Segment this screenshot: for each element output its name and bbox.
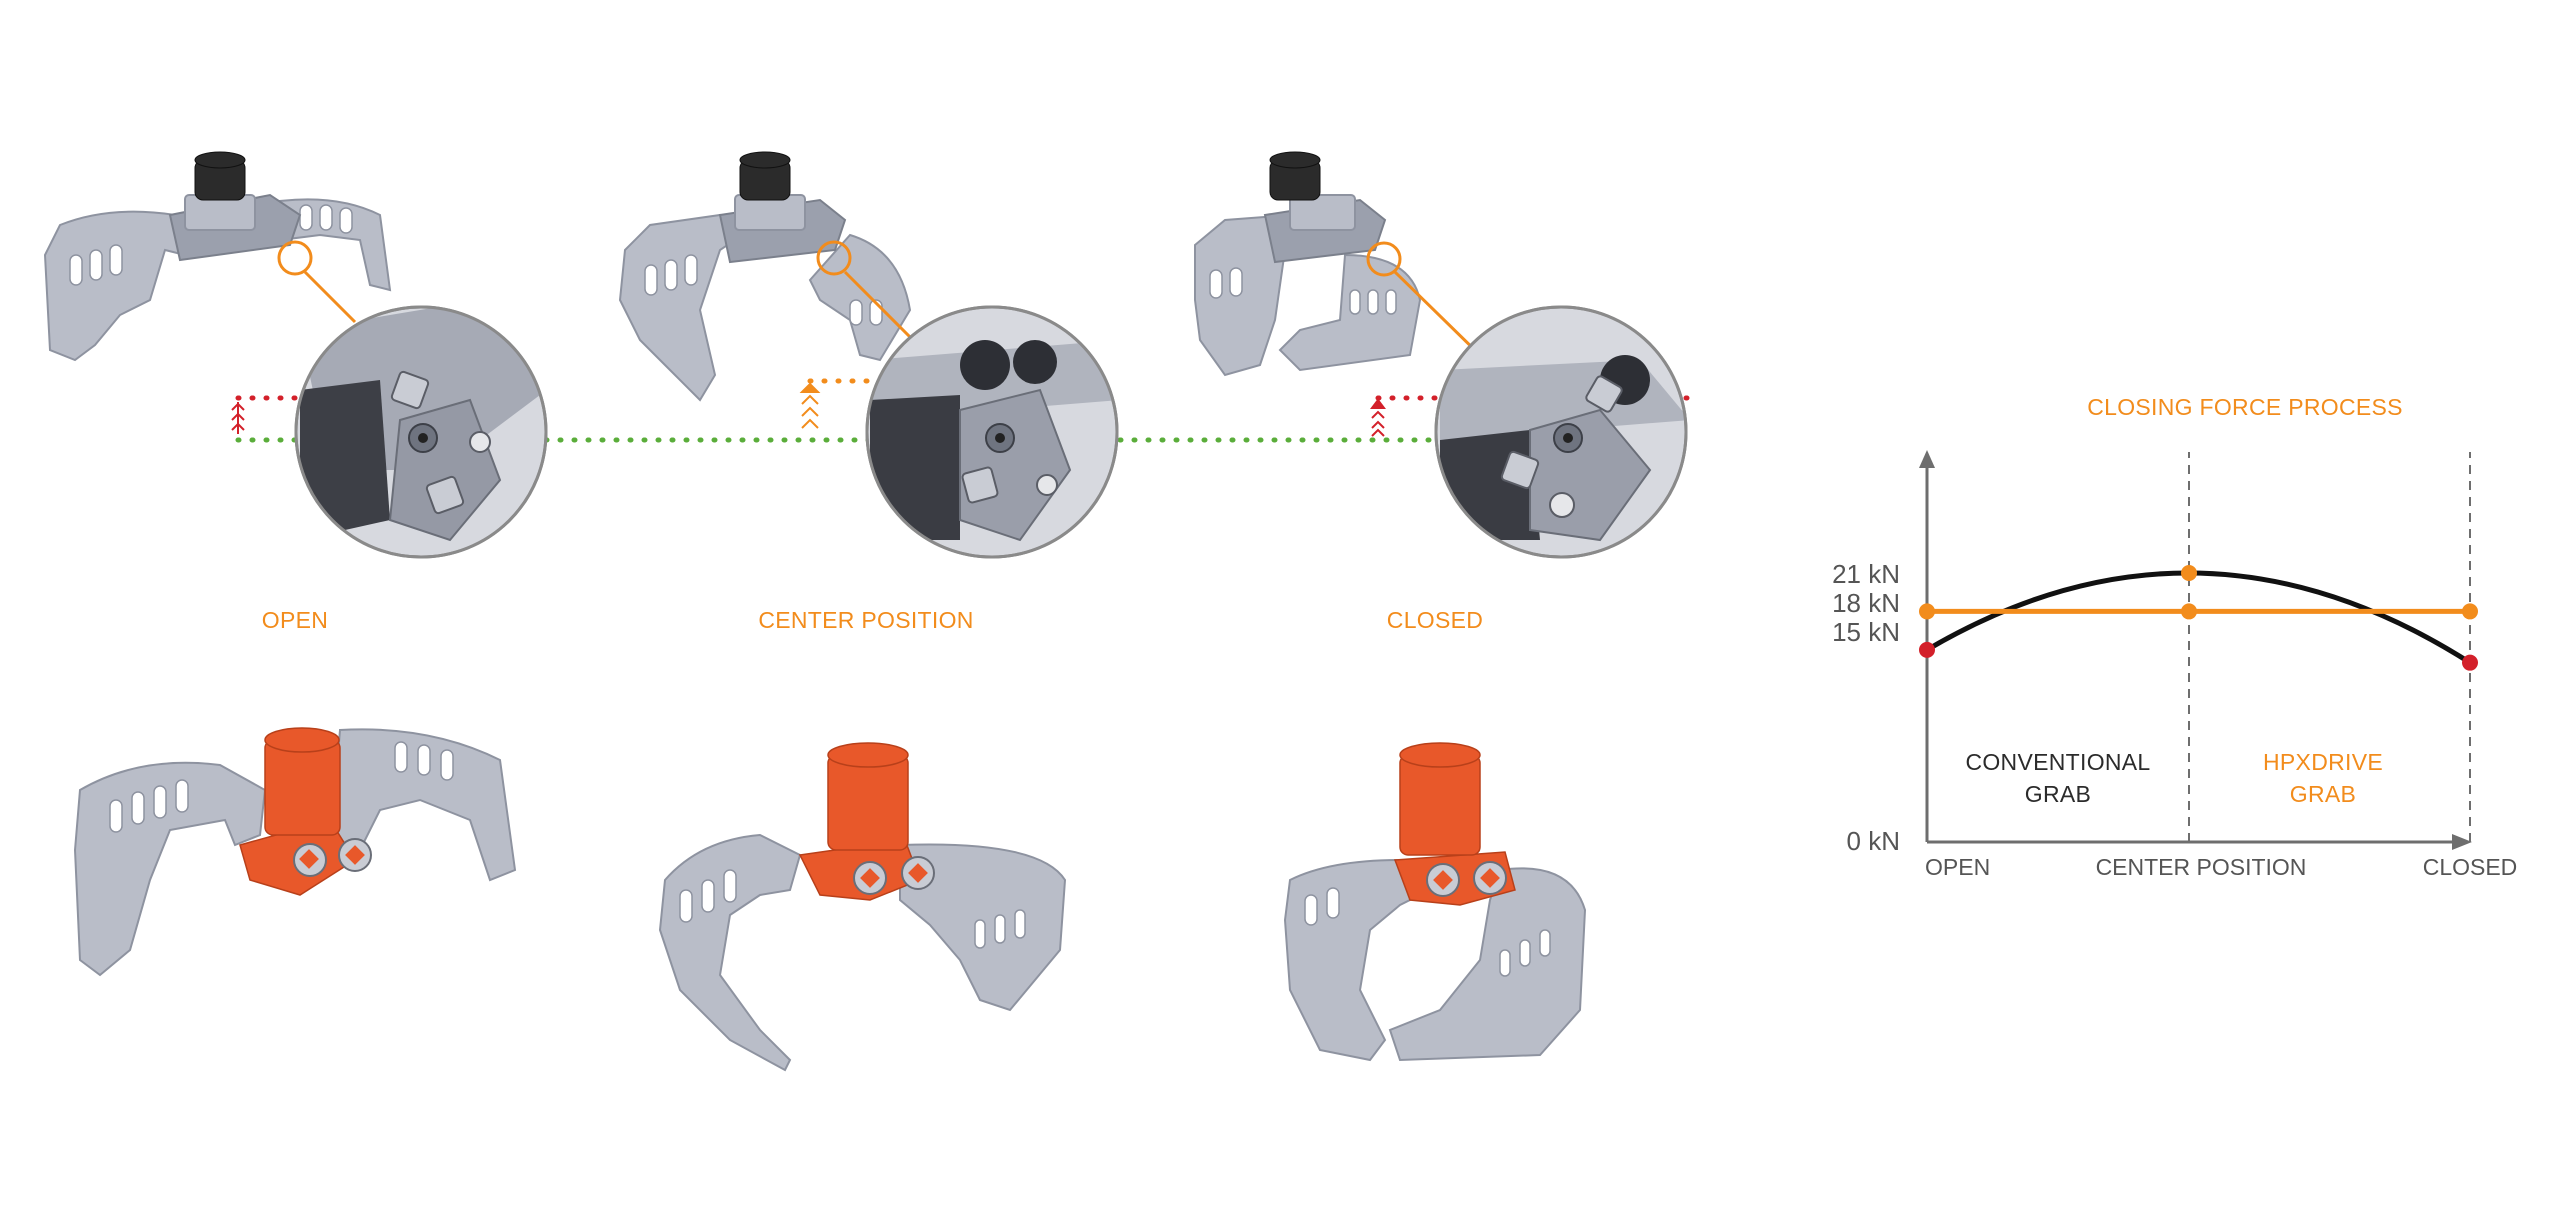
zoom-detail-center xyxy=(865,305,1119,559)
y-tick-15: 15 kN xyxy=(1832,617,1900,647)
conventional-grab-label-line1: CONVENTIONAL xyxy=(1965,749,2150,775)
red-up-arrow-closed xyxy=(1370,398,1386,437)
hpx-grab-open-illustration xyxy=(73,727,517,977)
conventional-point-0 xyxy=(1919,641,1935,658)
x-axis-arrow xyxy=(2452,834,2472,850)
x-tick-open: OPEN xyxy=(1925,854,1990,880)
y-tick-21: 21 kN xyxy=(1832,559,1900,589)
conventional-grab-center-illustration xyxy=(618,151,937,402)
hpxdrive-grab-label-line1: HPXDRIVE xyxy=(2263,749,2383,775)
zoom-detail-open xyxy=(294,305,548,559)
conventional-grab-closed-illustration xyxy=(1194,151,1487,377)
chart-marks xyxy=(1919,565,2478,671)
hpx-grab-center-illustration xyxy=(658,742,1067,1072)
chart-title: CLOSING FORCE PROCESS xyxy=(2087,394,2403,420)
closing-force-chart: CLOSING FORCE PROCESS 21 kN 18 kN 15 kN … xyxy=(1832,394,2517,880)
orange-up-arrow-center xyxy=(799,382,821,429)
x-tick-closed: CLOSED xyxy=(2423,854,2518,880)
hpxdrive-point-2 xyxy=(2462,603,2478,620)
y-tick-0: 0 kN xyxy=(1847,826,1900,856)
label-closed: CLOSED xyxy=(1387,607,1483,633)
hpxdrive-grab-label-line2: GRAB xyxy=(2290,781,2356,807)
conventional-series-line xyxy=(1925,570,2472,665)
label-open: OPEN xyxy=(262,607,328,633)
conventional-point-2 xyxy=(2462,654,2478,671)
conventional-point-1 xyxy=(2181,565,2197,581)
hpx-grab-closed-illustration xyxy=(1283,742,1587,1062)
y-axis-arrow xyxy=(1919,450,1935,468)
hpxdrive-point-0 xyxy=(1919,603,1935,620)
conventional-grab-label-line2: GRAB xyxy=(2025,781,2091,807)
y-tick-18: 18 kN xyxy=(1832,588,1900,618)
conventional-grab-open-illustration xyxy=(43,151,392,362)
x-tick-center-position: CENTER POSITION xyxy=(2096,854,2307,880)
red-up-arrow-open xyxy=(231,402,245,434)
zoom-detail-closed xyxy=(1434,305,1688,559)
hpxdrive-point-1 xyxy=(2181,603,2197,620)
label-center-position: CENTER POSITION xyxy=(758,607,973,633)
